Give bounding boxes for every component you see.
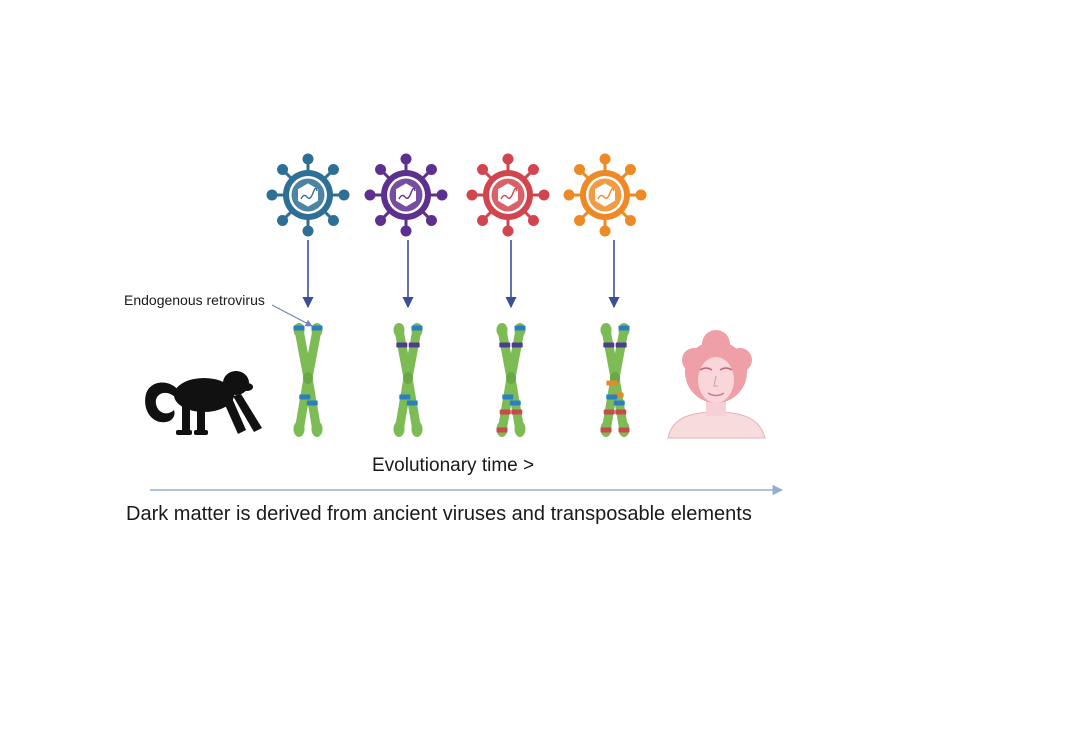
virus-icon <box>466 153 550 237</box>
caption: Dark matter is derived from ancient viru… <box>126 503 752 525</box>
virus-arrows <box>302 240 620 309</box>
chromosome-icon <box>293 323 323 437</box>
evolutionary-time-label: Evolutionary time > <box>372 455 535 476</box>
erv-pointer <box>271 304 313 327</box>
chromosome-icon <box>496 323 526 437</box>
chromosome-icon <box>600 323 630 437</box>
virus-row <box>266 153 647 237</box>
virus-icon <box>266 153 350 237</box>
chromosome-row <box>293 323 630 437</box>
monkey-silhouette-icon <box>145 371 262 435</box>
endogenous-retrovirus-label: Endogenous retrovirus <box>124 292 265 308</box>
human-face-icon <box>667 330 766 439</box>
chromosome-icon <box>393 323 423 437</box>
virus-icon <box>364 153 448 237</box>
virus-icon <box>563 153 647 237</box>
